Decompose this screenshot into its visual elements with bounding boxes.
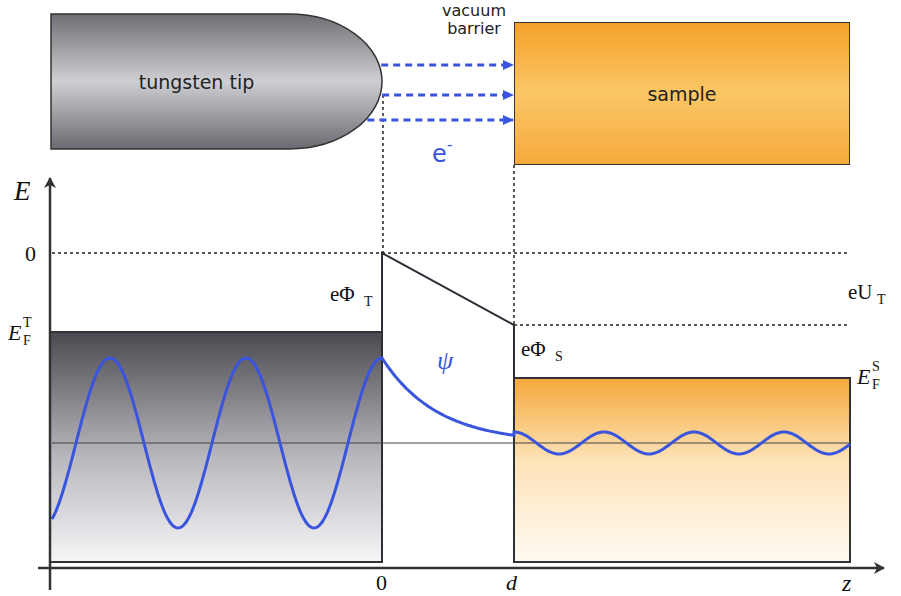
axis-tick: d: [506, 572, 517, 594]
subscript: F: [872, 378, 880, 392]
wavefunction-label: ψ: [437, 348, 453, 374]
energy-label: eΦ: [330, 284, 355, 305]
tunneling-arrow: [367, 119, 513, 122]
electron-symbol: e: [432, 142, 447, 166]
sample-box: sample: [514, 22, 850, 165]
axis-label: z: [842, 571, 851, 595]
tip-shape: tungsten tip: [50, 13, 383, 150]
tunneling-arrow: [381, 64, 513, 67]
energy-label: eΦ: [521, 339, 546, 360]
subscript: T: [877, 293, 886, 307]
energy-label: eU: [848, 282, 873, 303]
subscript: S: [555, 350, 563, 364]
charge-sign: -: [447, 138, 452, 153]
subscript: F: [23, 334, 31, 348]
energy-label: E: [8, 322, 21, 344]
tunneling-arrow: [382, 94, 513, 97]
node-label: sample: [647, 83, 716, 105]
axis-label: E: [14, 178, 31, 205]
node-label: tungsten tip: [139, 71, 255, 93]
superscript: S: [872, 360, 880, 374]
barrier-caption: vacuum barrier: [434, 2, 514, 39]
energy-label: E: [857, 366, 870, 388]
axis-tick: 0: [25, 243, 36, 265]
axis-tick: 0: [376, 572, 387, 594]
superscript: T: [23, 316, 32, 330]
subscript: T: [364, 295, 373, 309]
